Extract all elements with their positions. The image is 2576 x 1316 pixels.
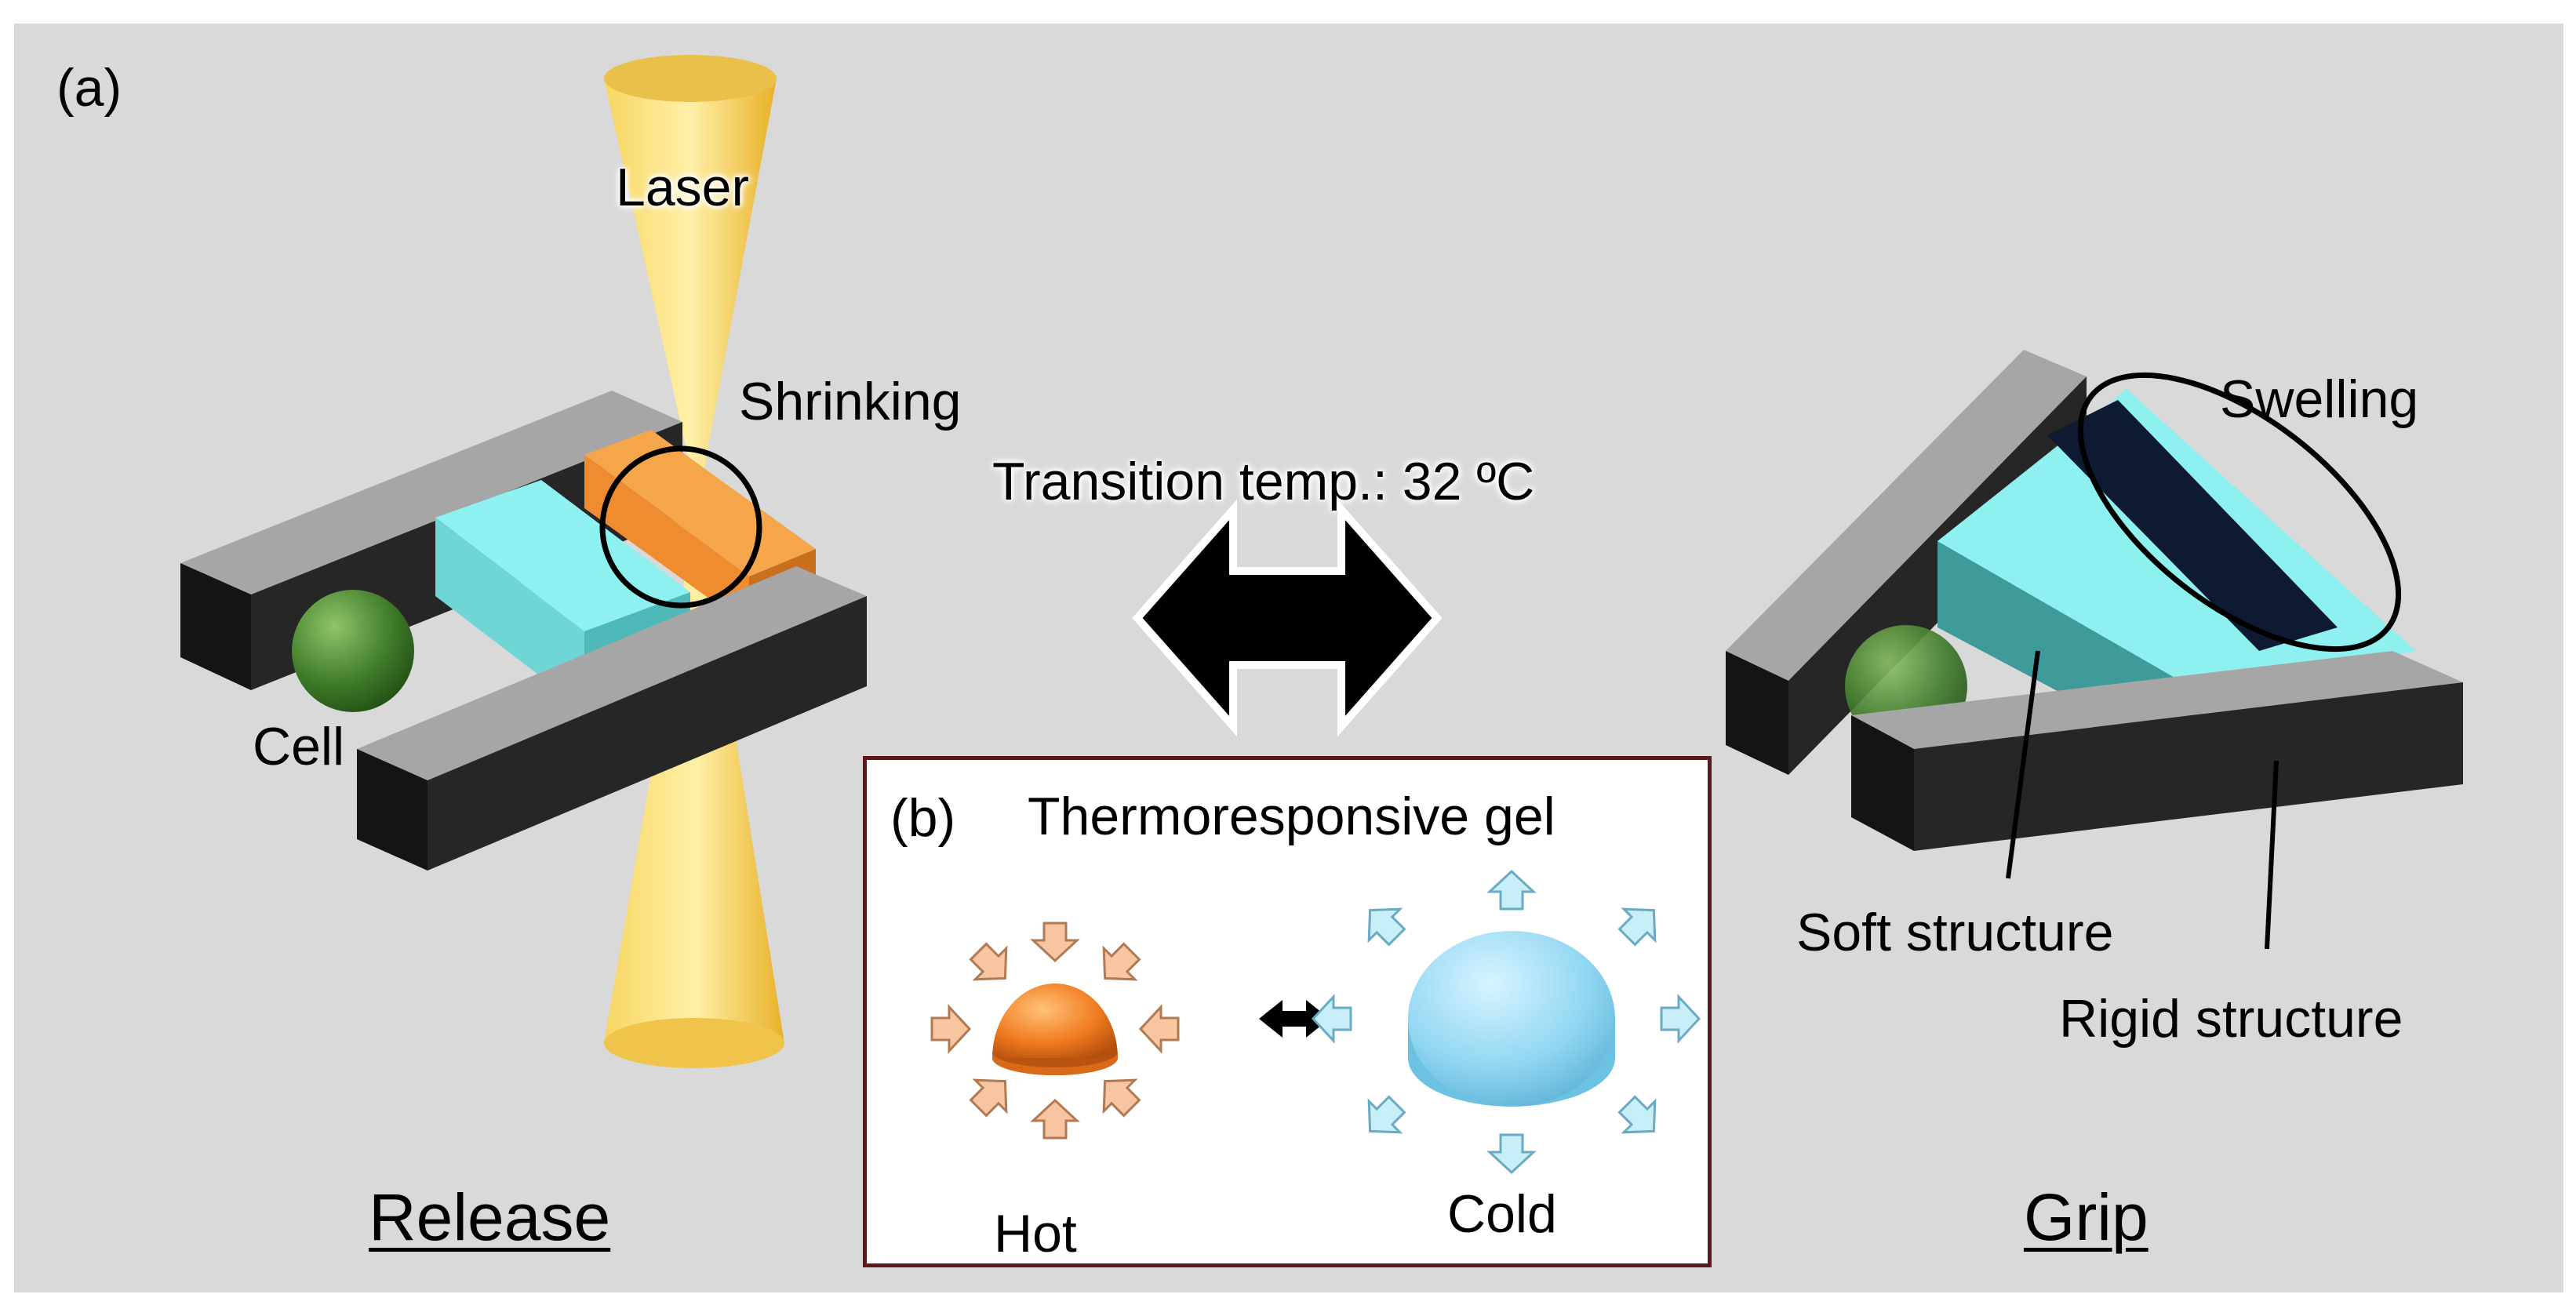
laser-beam: [604, 55, 784, 1068]
swelling-label: Swelling: [2220, 369, 2419, 429]
inset-panel: (b) Thermoresponsive gel Hot Cold: [863, 756, 1712, 1267]
swelling-marker: [2077, 372, 2402, 653]
soft-structure-pointer: [2006, 650, 2040, 879]
shrinking-marker: [599, 445, 762, 609]
cell-sphere: [292, 590, 414, 712]
grip-structure: [1726, 350, 2463, 851]
gel-double-arrow: [1259, 1000, 1330, 1038]
rigid-structure-pointer: [2265, 760, 2279, 950]
cold-label: Cold: [1447, 1184, 1557, 1244]
panel-b-label: (b): [890, 788, 956, 848]
soft-structure-label: Soft structure: [1796, 903, 2114, 962]
grip-label: Grip: [2024, 1180, 2148, 1254]
panel-a-label: (a): [56, 58, 122, 118]
cold-gel-droplet: [1408, 931, 1615, 1107]
release-label: Release: [369, 1180, 611, 1254]
shrinking-label: Shrinking: [739, 372, 962, 431]
hot-label: Hot: [994, 1204, 1077, 1263]
rigid-structure-label: Rigid structure: [2059, 989, 2403, 1049]
transition-label: Transition temp.: 32 ºC: [992, 452, 1535, 511]
hot-gel-droplet: [992, 983, 1118, 1075]
laser-label: Laser: [616, 158, 750, 217]
rigid-arm-front: [357, 566, 867, 871]
transition-double-arrow: [1132, 499, 1443, 737]
inset-canvas: [930, 870, 1701, 1174]
inset-title: Thermoresponsive gel: [1028, 787, 1555, 846]
cell-label: Cell: [253, 717, 345, 776]
